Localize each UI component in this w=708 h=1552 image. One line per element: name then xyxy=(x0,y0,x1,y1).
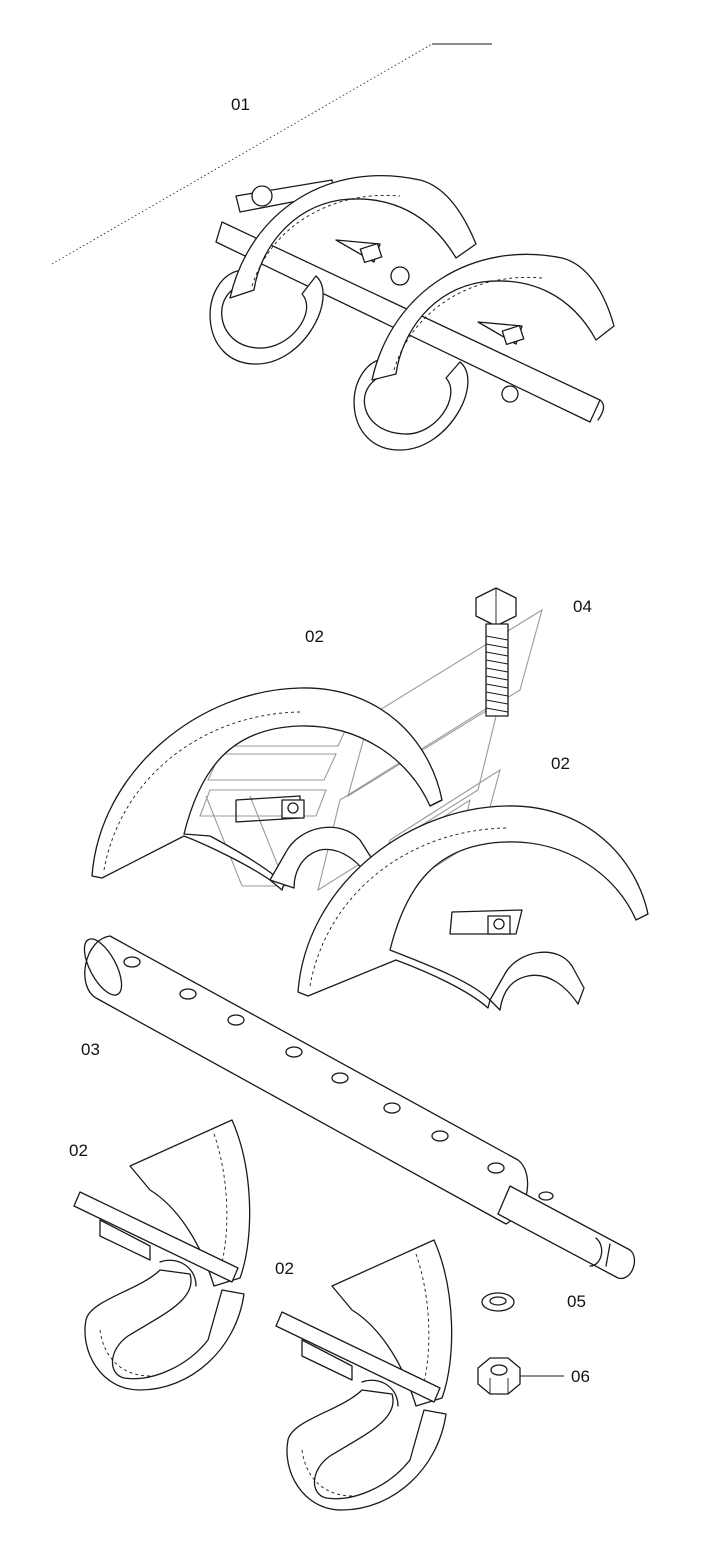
label-shaft-03: 03 xyxy=(81,1040,100,1059)
blade-bottom-left xyxy=(73,1119,251,1391)
label-bolt-04: 04 xyxy=(573,597,592,616)
shaft-03 xyxy=(83,935,635,1279)
blade-bottom-right xyxy=(275,1239,453,1511)
label-assembly-01: 01 xyxy=(231,95,250,114)
blade-top-right xyxy=(297,805,649,1011)
washer-05 xyxy=(481,1292,515,1312)
nut-06 xyxy=(477,1357,564,1395)
label-blade-bottom-right: 02 xyxy=(275,1259,294,1278)
label-blade-top-right: 02 xyxy=(551,754,570,773)
label-blade-top-left: 02 xyxy=(305,627,324,646)
label-washer-05: 05 xyxy=(567,1292,586,1311)
label-blade-bottom-left: 02 xyxy=(69,1141,88,1160)
assembly-01 xyxy=(51,43,615,451)
bolt-04 xyxy=(475,587,517,717)
label-nut-06: 06 xyxy=(571,1367,590,1386)
